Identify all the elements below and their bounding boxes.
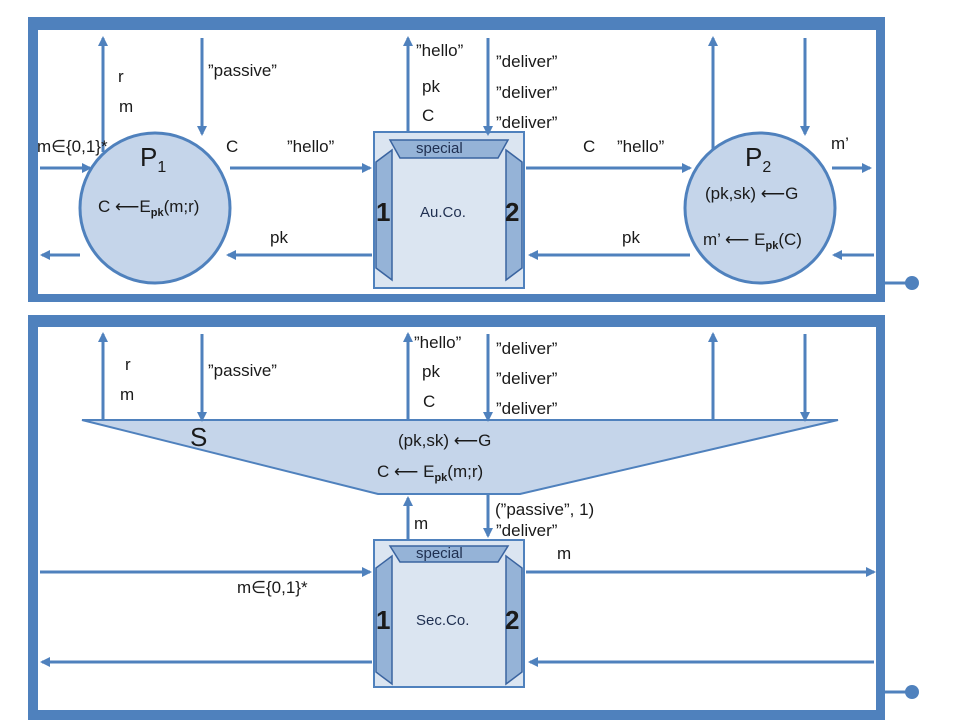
top-label-pk-right: pk xyxy=(622,228,640,247)
top-label-deliver-1: ”deliver” xyxy=(496,52,558,71)
bottom-label-m-in: m∈{0,1}* xyxy=(237,578,308,597)
top-label-hello-top: ”hello” xyxy=(416,41,464,60)
top-label-deliver-2: ”deliver” xyxy=(496,83,558,102)
bottom-panel-arrows xyxy=(40,332,876,667)
au-co-port-1-label: 1 xyxy=(376,197,390,227)
p2-decrypt-formula: m’ ⟵ Epk(C) xyxy=(703,230,802,252)
bottom-label-deliver-1: ”deliver” xyxy=(496,339,558,358)
top-label-m-in: m∈{0,1}* xyxy=(37,137,108,156)
bottom-label-pk-top: pk xyxy=(422,362,440,381)
top-label-m-prime: m’ xyxy=(831,134,849,153)
top-label-hello-left: ”hello” xyxy=(287,137,335,156)
top-panel-connector-dot xyxy=(905,276,919,290)
party-p1-circle xyxy=(78,131,232,285)
au-co-port-2 xyxy=(505,148,523,282)
bottom-panel-connector-dot xyxy=(905,685,919,699)
bottom-label-m-down: m xyxy=(414,514,428,533)
bottom-label-deliver-3: ”deliver” xyxy=(496,399,558,418)
top-label-hello-right: ”hello” xyxy=(617,137,665,156)
au-co-channel xyxy=(373,131,525,289)
sec-co-special-tab xyxy=(388,545,510,563)
au-co-port-2-label: 2 xyxy=(505,197,519,227)
top-label-deliver-3: ”deliver” xyxy=(496,113,558,132)
simulator-encrypt-formula: C ⟵ Epk(m;r) xyxy=(377,462,483,484)
sec-co-port-2-label: 2 xyxy=(505,605,519,635)
top-panel-arrows xyxy=(40,36,874,260)
sec-co-channel xyxy=(373,539,525,688)
bottom-label-hello-top: ”hello” xyxy=(414,333,462,352)
p2-name: P2 xyxy=(745,142,771,176)
sec-co-special-label: special xyxy=(416,545,463,562)
top-label-c-right: C xyxy=(583,137,595,156)
sec-co-port-2 xyxy=(505,554,523,686)
bottom-label-r: r xyxy=(125,355,131,374)
p1-name: P1 xyxy=(140,142,166,176)
bottom-label-deliver-low: ”deliver” xyxy=(496,521,558,540)
sec-co-port-1-label: 1 xyxy=(376,605,390,635)
au-co-special-tab xyxy=(388,139,510,159)
top-label-m: m xyxy=(119,97,133,116)
au-co-label: Au.Co. xyxy=(420,204,466,221)
au-co-special-label: special xyxy=(416,140,463,157)
top-label-c-top: C xyxy=(422,106,434,125)
top-label-pk-left: pk xyxy=(270,228,288,247)
sec-co-port-1 xyxy=(375,554,393,686)
p2-keygen: (pk,sk) ⟵G xyxy=(705,184,798,203)
sec-co-label: Sec.Co. xyxy=(416,612,469,629)
top-label-r: r xyxy=(118,67,124,86)
bottom-label-c-top: C xyxy=(423,392,435,411)
top-label-passive: ”passive” xyxy=(208,61,277,80)
bottom-label-passive-pair: (”passive”, 1) xyxy=(495,500,594,519)
top-label-c-left: C xyxy=(226,137,238,156)
p1-encrypt-formula: C ⟵Epk(m;r) xyxy=(98,197,199,219)
top-label-pk-top: pk xyxy=(422,77,440,96)
party-p2-circle xyxy=(683,131,837,285)
simulator-shape xyxy=(81,419,839,495)
au-co-port-1 xyxy=(375,148,393,282)
bottom-label-deliver-2: ”deliver” xyxy=(496,369,558,388)
simulator-keygen: (pk,sk) ⟵G xyxy=(398,431,491,450)
bottom-label-passive: ”passive” xyxy=(208,361,277,380)
bottom-label-m-right: m xyxy=(557,544,571,563)
simulator-name: S xyxy=(190,422,207,452)
bottom-label-m: m xyxy=(120,385,134,404)
